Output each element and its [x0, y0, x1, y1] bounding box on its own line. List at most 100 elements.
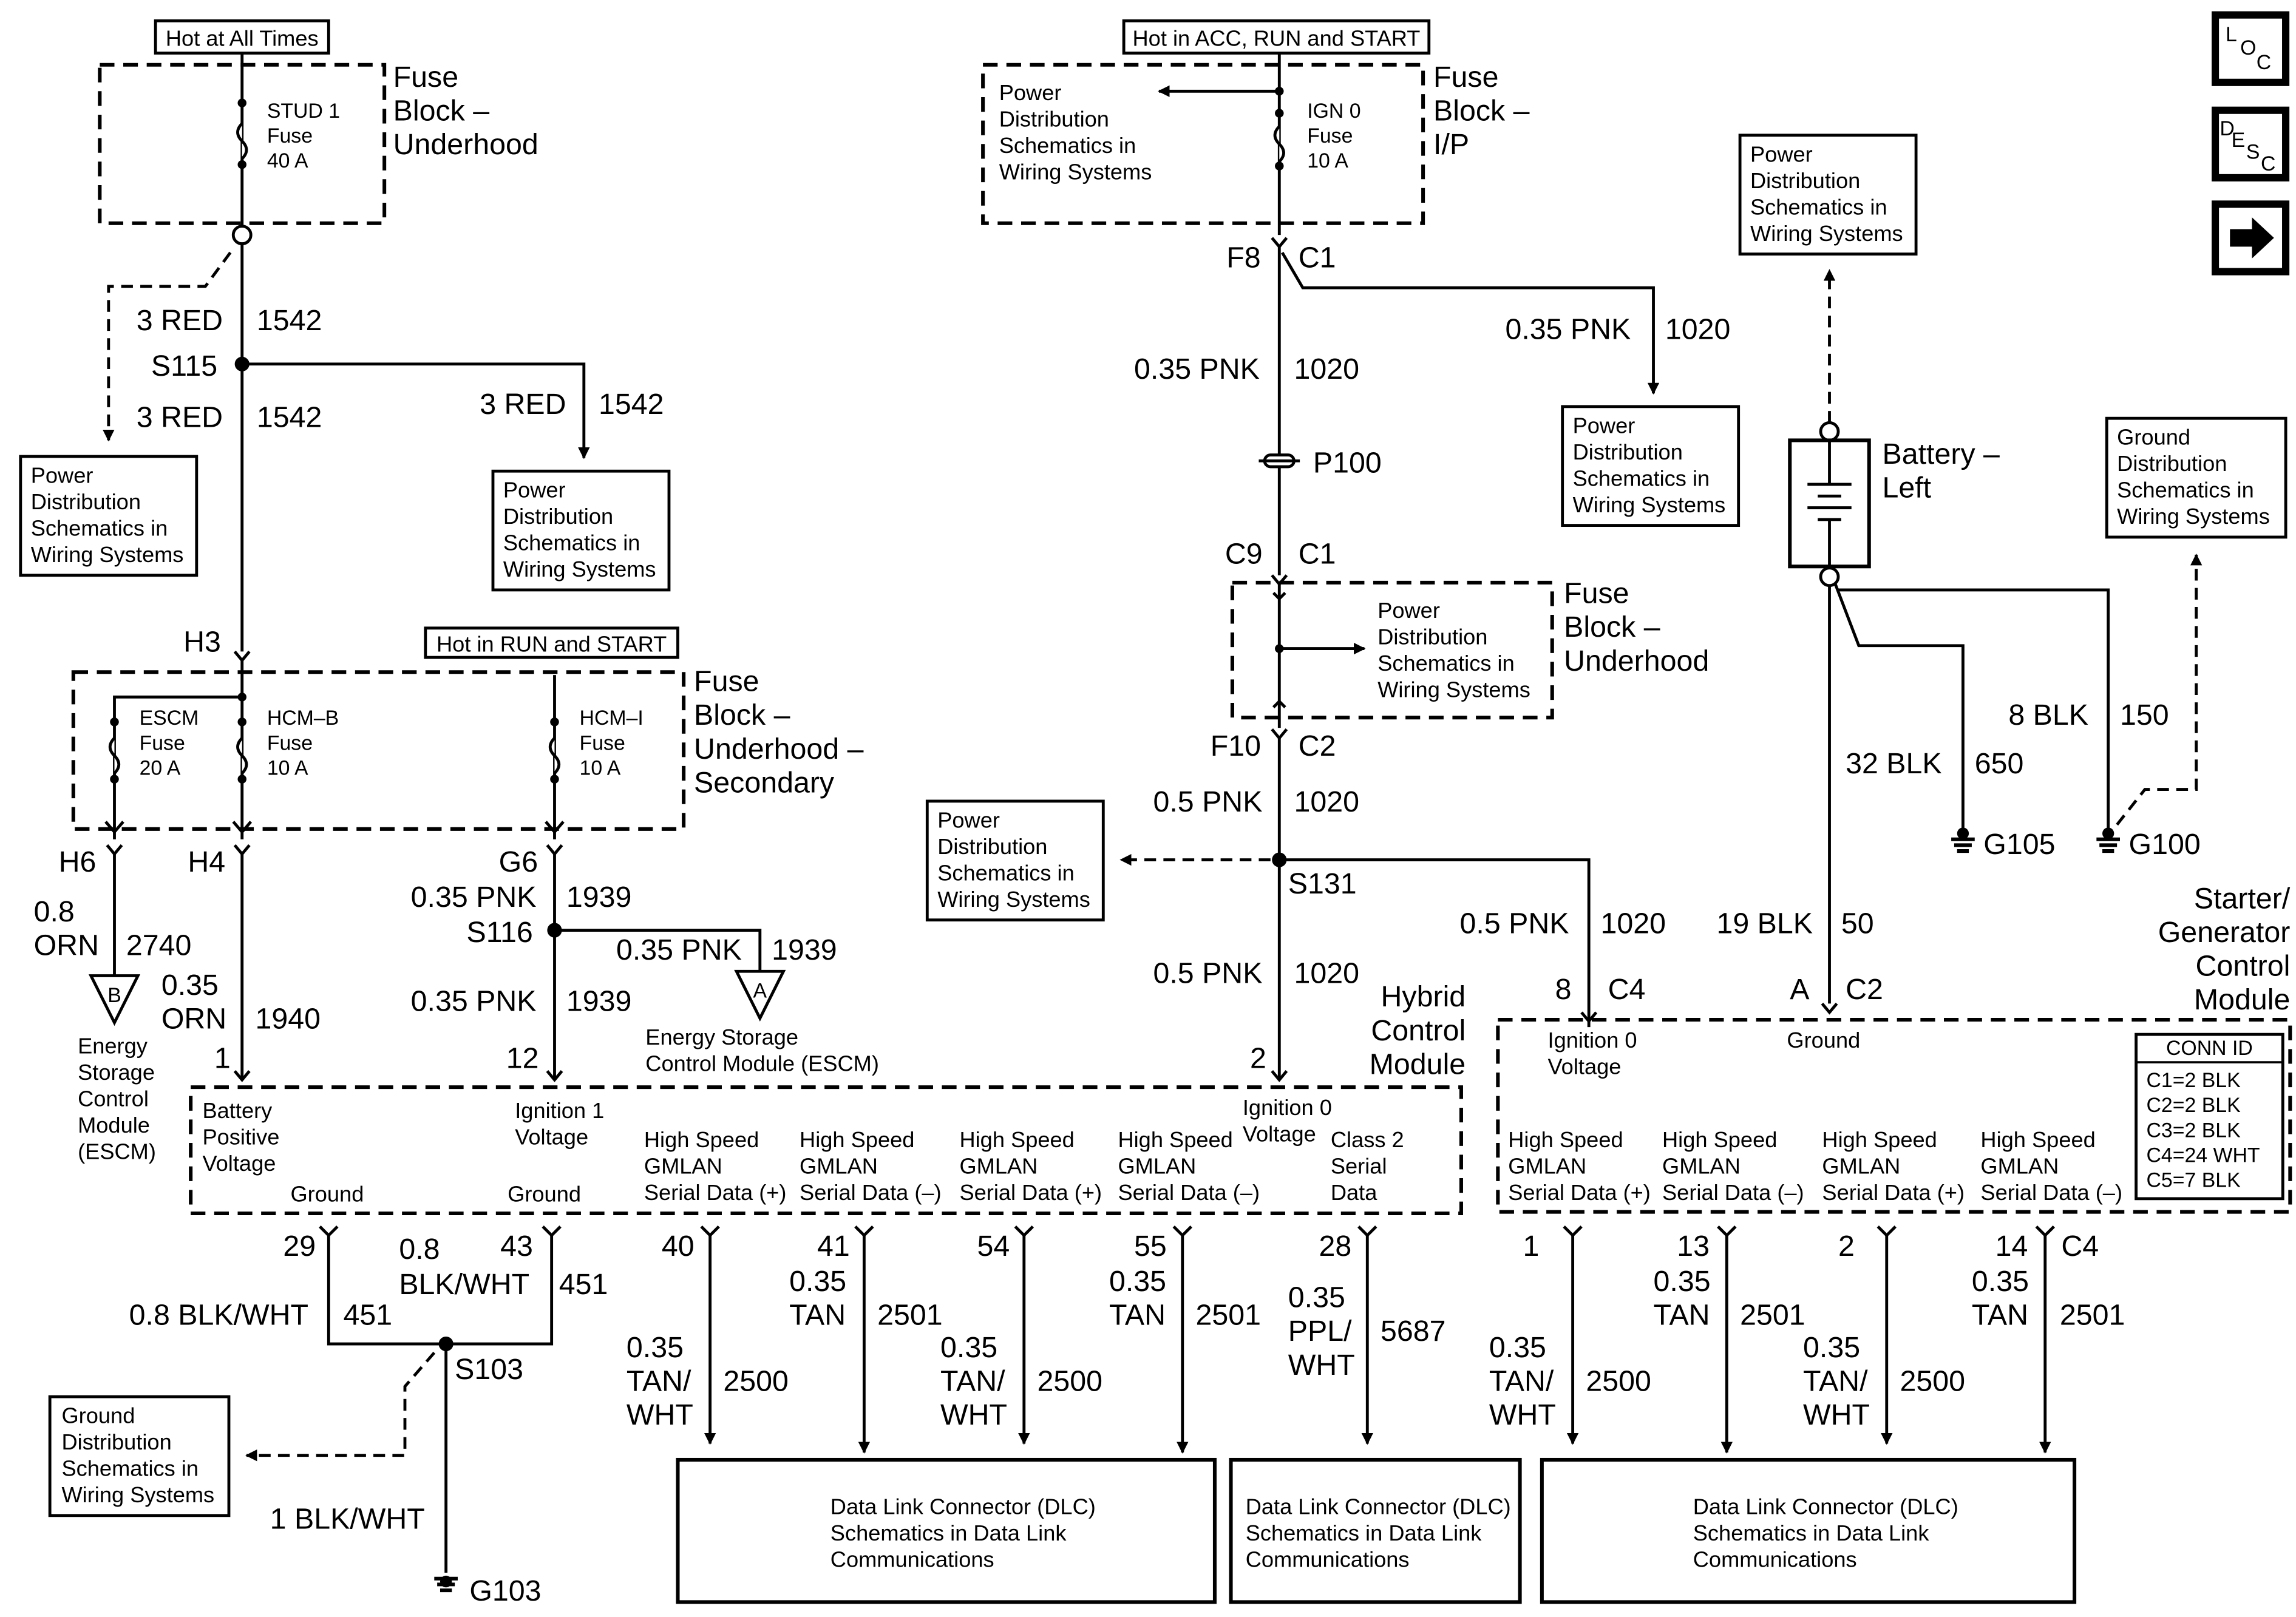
svg-text:WHT: WHT: [627, 1398, 693, 1431]
svg-text:S103: S103: [455, 1353, 523, 1386]
dlc-ref-box-3[interactable]: [1540, 1457, 2077, 1604]
pds-ref-box-2[interactable]: [491, 469, 671, 592]
pds-ref-box-1[interactable]: [19, 455, 199, 577]
hcm-pin-1: 1: [214, 1042, 231, 1075]
svg-text:40: 40: [662, 1230, 695, 1263]
svg-text:8: 8: [1555, 973, 1572, 1006]
gds-ref-box-2[interactable]: [2105, 416, 2288, 539]
fuse-block-ip-label: Fuse Block – I/P: [1433, 61, 1530, 161]
svg-text:Battery: Battery: [202, 1098, 273, 1123]
fuse-block-secondary-label: Fuse Block – Underhood – Secondary: [694, 665, 864, 799]
svg-text:2500: 2500: [1900, 1364, 1966, 1397]
loc-button[interactable]: L O C: [2212, 11, 2290, 86]
ground-g105-icon: [1951, 827, 1975, 853]
svg-text:Distribution: Distribution: [31, 489, 141, 514]
svg-text:Schematics in: Schematics in: [1573, 466, 1710, 490]
pds-ref-box-3[interactable]: [1561, 405, 1741, 527]
wire-3red-b: 3 RED: [137, 401, 223, 434]
svg-text:0.35: 0.35: [1803, 1331, 1860, 1364]
hcmi-fuse-icon: [548, 737, 561, 775]
escm-module-label: Energy Storage Control Module (ESCM): [78, 1034, 156, 1164]
svg-text:Schematics in: Schematics in: [937, 860, 1075, 885]
svg-text:Fuse: Fuse: [1433, 61, 1498, 93]
svg-text:Ground: Ground: [508, 1182, 581, 1207]
svg-text:Schematics in Data Link: Schematics in Data Link: [1246, 1520, 1483, 1545]
svg-text:C1=2 BLK: C1=2 BLK: [2147, 1069, 2241, 1092]
svg-text:1020: 1020: [1294, 785, 1359, 818]
fuse-block-underhood2-label: Fuse Block – Underhood: [1564, 577, 1709, 677]
svg-text:High Speed: High Speed: [959, 1127, 1074, 1152]
svg-text:Ground: Ground: [290, 1182, 364, 1207]
dlc-ref-box-2[interactable]: [1229, 1457, 1522, 1604]
svg-text:A: A: [753, 980, 767, 1003]
svg-text:G105: G105: [1983, 828, 2055, 861]
svg-text:Class 2: Class 2: [1331, 1127, 1404, 1152]
svg-text:2501: 2501: [1196, 1299, 1262, 1332]
svg-text:CONN ID: CONN ID: [2166, 1037, 2253, 1060]
svg-text:Power: Power: [999, 80, 1062, 105]
svg-text:P100: P100: [1313, 447, 1382, 480]
svg-text:Schematics in Data Link: Schematics in Data Link: [1693, 1520, 1930, 1545]
svg-text:Ground: Ground: [1787, 1028, 1860, 1053]
svg-text:Ignition 1: Ignition 1: [515, 1098, 604, 1123]
hot-acc-run-start-box: [1122, 19, 1431, 55]
svg-text:Voltage: Voltage: [202, 1151, 276, 1176]
desc-button[interactable]: D E S C: [2212, 106, 2290, 181]
pds-ref-box-4[interactable]: [925, 799, 1105, 922]
svg-text:Block –: Block –: [694, 699, 790, 731]
svg-text:Fuse: Fuse: [267, 731, 313, 754]
svg-text:Power: Power: [1573, 413, 1635, 438]
pds-ref-inline-2[interactable]: Power Distribution Schematics in Wiring …: [1377, 598, 1530, 702]
svg-text:Ground: Ground: [2117, 425, 2190, 450]
svg-text:C4: C4: [2061, 1230, 2099, 1263]
svg-text:Serial Data (+): Serial Data (+): [1508, 1180, 1651, 1205]
fuse-block-underhood-label: Fuse Block – Underhood: [393, 61, 538, 161]
wire-1542-c: 1542: [599, 388, 664, 421]
dlc-ref-box-1[interactable]: [676, 1457, 1217, 1604]
svg-text:Communications: Communications: [1246, 1547, 1410, 1571]
hcm-title: Hybrid Control Module: [1370, 980, 1466, 1080]
svg-text:I/P: I/P: [1433, 128, 1469, 161]
offpage-a-triangle[interactable]: [734, 969, 786, 1022]
svg-text:Data: Data: [1331, 1180, 1377, 1205]
battery-icon: [1807, 440, 1852, 567]
svg-text:Communications: Communications: [830, 1547, 994, 1571]
svg-text:1939: 1939: [566, 881, 632, 914]
svg-text:GMLAN: GMLAN: [1980, 1154, 2059, 1179]
pds-ref-inline-1[interactable]: Power Distribution Schematics in Wiring …: [999, 80, 1152, 184]
svg-text:13: 13: [1677, 1230, 1710, 1263]
stud1-fuse-icon: [236, 122, 248, 160]
svg-text:Underhood –: Underhood –: [694, 733, 864, 765]
svg-text:Starter/: Starter/: [2194, 882, 2291, 915]
svg-text:HCM–I: HCM–I: [580, 707, 644, 730]
svg-text:Power: Power: [937, 807, 1000, 832]
svg-text:C2: C2: [1846, 973, 1883, 1006]
svg-text:Ground: Ground: [61, 1403, 135, 1428]
svg-text:Block –: Block –: [1564, 611, 1660, 643]
wire-3red-a: 3 RED: [137, 304, 223, 337]
svg-text:WHT: WHT: [1489, 1398, 1556, 1431]
svg-text:0.35: 0.35: [1109, 1265, 1166, 1298]
svg-text:S131: S131: [1288, 867, 1357, 900]
pds-ref-box-5[interactable]: [1738, 134, 1918, 256]
svg-text:1: 1: [1523, 1230, 1539, 1263]
s115-label: S115: [151, 350, 217, 382]
svg-text:Control: Control: [1371, 1014, 1466, 1047]
svg-text:Fuse: Fuse: [580, 731, 625, 754]
svg-text:Voltage: Voltage: [515, 1124, 588, 1149]
hot-all-times-label: Hot at All Times: [166, 25, 319, 50]
svg-text:GMLAN: GMLAN: [1662, 1154, 1741, 1179]
svg-text:2: 2: [1838, 1230, 1855, 1263]
next-button[interactable]: [2212, 200, 2290, 276]
svg-text:Ignition 0: Ignition 0: [1243, 1095, 1332, 1120]
svg-text:High Speed: High Speed: [1118, 1127, 1232, 1152]
svg-text:Control Module (ESCM): Control Module (ESCM): [645, 1051, 879, 1076]
svg-text:C5=7 BLK: C5=7 BLK: [2147, 1168, 2241, 1192]
svg-text:GMLAN: GMLAN: [644, 1154, 722, 1179]
gds-ref-box-1[interactable]: [48, 1395, 231, 1517]
ground-g100-icon: [2096, 827, 2121, 853]
svg-text:ORN: ORN: [34, 929, 99, 962]
svg-text:HCM–B: HCM–B: [267, 707, 339, 730]
svg-text:Schematics in: Schematics in: [503, 531, 640, 555]
offpage-b-triangle[interactable]: [88, 974, 141, 1026]
